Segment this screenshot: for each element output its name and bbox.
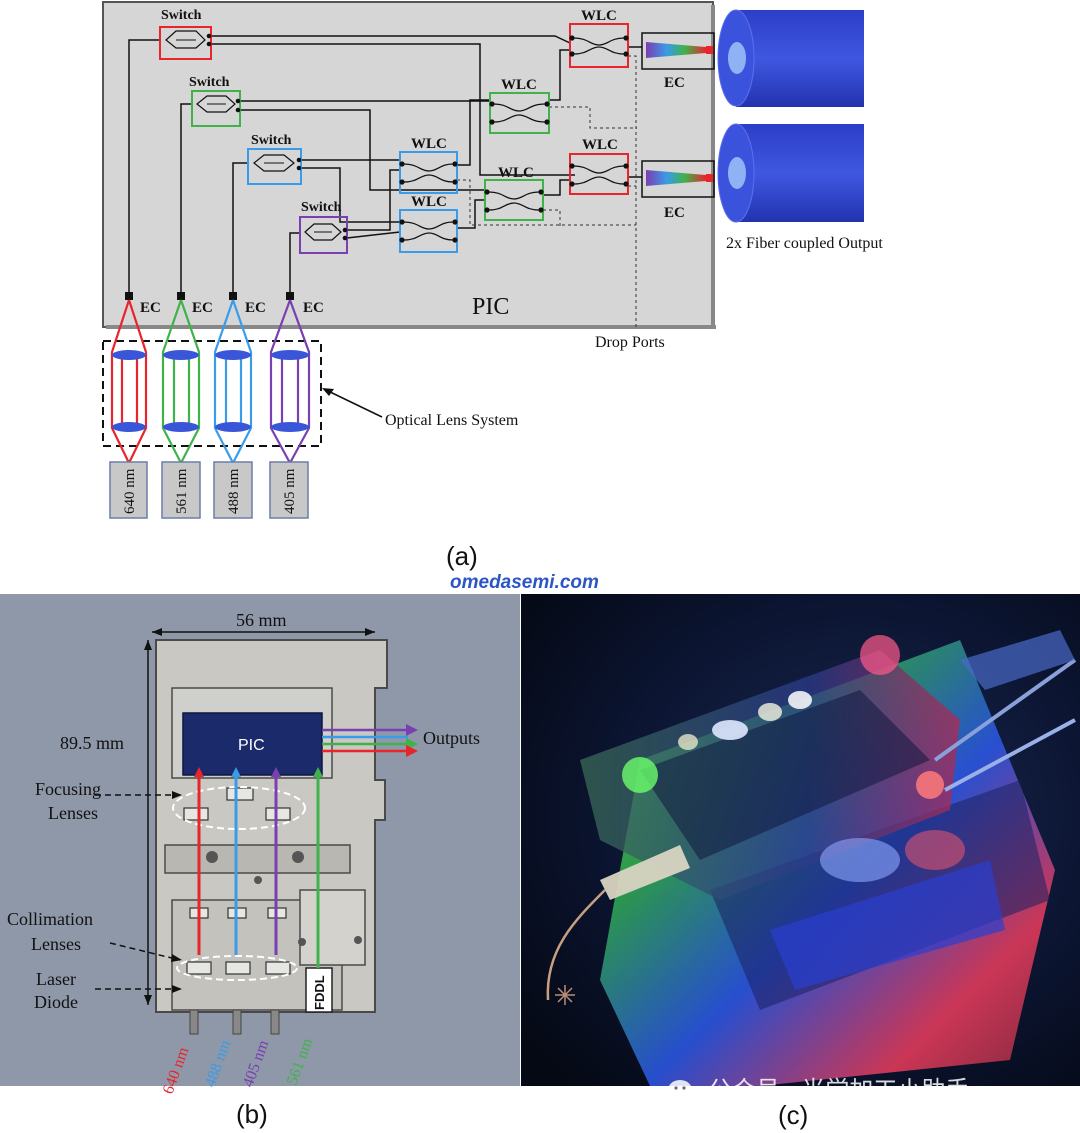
laser-box-405 [269, 461, 309, 519]
caption-a: (a) [446, 541, 478, 571]
width-dimension-label: 56 mm [236, 610, 287, 630]
laser-label-line2: Diode [34, 992, 78, 1012]
collimation-lens-ellipse [176, 955, 298, 981]
lens-channels [109, 299, 311, 519]
wlc-label-3: WLC [411, 136, 447, 152]
lens-system-label: Optical Lens System [385, 412, 519, 429]
wlc-green-bottom [484, 179, 544, 221]
pic-block [182, 712, 323, 776]
ec-label-in-2: EC [192, 300, 213, 316]
wlc-label-2: WLC [501, 77, 537, 93]
switch-purple [299, 216, 348, 254]
wlc-red-top [569, 23, 629, 68]
fiber-output-label: 2x Fiber coupled Output [726, 235, 883, 252]
wlc-blue-bottom [399, 209, 458, 253]
wlc-blue-top [399, 151, 458, 194]
panel-b [0, 594, 520, 1086]
ec-label-out-2: EC [664, 205, 685, 221]
ec-label-in-3: EC [245, 300, 266, 316]
lens-channel-405 [269, 299, 311, 464]
panel-c-photo [521, 594, 1080, 1105]
output-ec-bottom [641, 160, 715, 198]
switch-green [191, 90, 241, 127]
fddl-label: FDDL [312, 975, 327, 1010]
focusing-label-line2: Lenses [48, 803, 98, 823]
caption-c: (c) [778, 1100, 808, 1130]
ec-label-in-1: EC [140, 300, 161, 316]
input-ec-markers [125, 292, 294, 300]
wavelength-405-label: 405 nm [282, 468, 298, 514]
panel-a [102, 1, 864, 447]
lens-system-arrow [325, 389, 383, 418]
wlc-label-6: WLC [411, 194, 447, 210]
lens-channel-488 [213, 299, 253, 464]
drop-ports-label: Drop Ports [595, 334, 665, 351]
watermark-text: 公众号 · 光学加工小助手 [708, 1077, 969, 1104]
switch-label-2: Switch [189, 75, 230, 90]
outputs-label: Outputs [423, 728, 480, 748]
focusing-lens-ellipse [172, 786, 306, 830]
waveguides [128, 35, 642, 292]
switch-label-3: Switch [251, 133, 292, 148]
wlc-red-bottom [569, 153, 629, 195]
lens-channel-561 [161, 299, 201, 464]
laser-label-line1: Laser [36, 969, 76, 989]
wavelength-488-label: 488 nm [226, 468, 242, 514]
collimation-label-line1: Collimation [7, 909, 93, 929]
lens-channel-640 [110, 299, 148, 464]
laser-box-561 [161, 461, 201, 519]
switch-label-4: Switch [301, 200, 342, 215]
pic-block-label: PIC [238, 737, 265, 754]
wavelength-561-label: 561 nm [174, 468, 190, 514]
caption-b: (b) [236, 1099, 268, 1129]
laser-box-640 [109, 461, 148, 519]
fiber-cylinder-bottom [717, 123, 864, 223]
switch-label-1: Switch [161, 8, 202, 23]
fddl-block [305, 967, 333, 1013]
laser-box-488 [213, 461, 253, 519]
drop-port-lines [457, 55, 637, 330]
output-ec-top [641, 32, 715, 70]
wlc-green-top [489, 92, 550, 134]
wlc-label-4: WLC [582, 137, 618, 153]
focusing-lens-mounts [183, 787, 291, 821]
lens-system-box [102, 340, 322, 447]
pic-chip-label: PIC [472, 294, 509, 320]
junction-dots [206, 33, 629, 243]
wlc-label-1: WLC [581, 8, 617, 24]
wavelength-640-label: 640 nm [122, 468, 138, 514]
ec-label-out-1: EC [664, 75, 685, 91]
switch-blue [247, 148, 302, 185]
ec-label-in-4: EC [303, 300, 324, 316]
watermark-site: omedasemi.com [450, 572, 599, 593]
wlc-label-5: WLC [498, 165, 534, 181]
focusing-label-line1: Focusing [35, 779, 101, 799]
fiber-cylinder-top [717, 9, 864, 107]
collimation-label-line2: Lenses [31, 934, 81, 954]
wechat-icon [668, 1080, 704, 1105]
height-dimension-label: 89.5 mm [60, 733, 124, 753]
